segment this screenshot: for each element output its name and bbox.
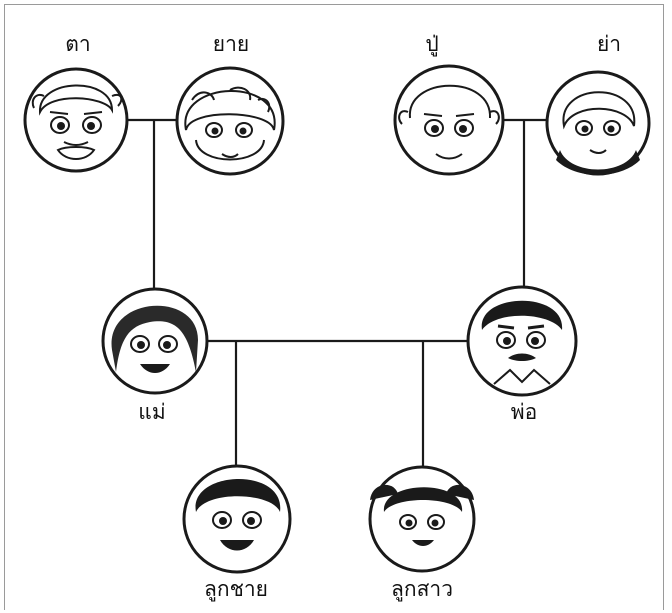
label-daughter: ลูกสาว — [391, 577, 453, 601]
label-son: ลูกชาย — [204, 577, 268, 601]
diagram-frame — [4, 4, 664, 610]
paternal-grandfather-portrait — [393, 64, 505, 176]
maternal-grandmother-portrait — [175, 66, 285, 176]
label-father: พ่อ — [510, 400, 538, 424]
label-maternal-grandmother: ยาย — [212, 32, 250, 56]
daughter-portrait — [368, 465, 476, 573]
son-portrait — [182, 464, 292, 574]
maternal-grandfather-portrait — [23, 67, 129, 173]
paternal-grandmother-portrait — [545, 70, 651, 176]
father-portrait — [466, 285, 578, 397]
connector-lines — [120, 118, 550, 468]
label-mother: แม่ — [138, 400, 166, 424]
label-paternal-grandfather: ปู่ — [425, 32, 439, 56]
mother-portrait — [101, 287, 209, 395]
label-paternal-grandmother: ย่า — [596, 32, 622, 56]
label-maternal-grandfather: ตา — [65, 32, 91, 56]
